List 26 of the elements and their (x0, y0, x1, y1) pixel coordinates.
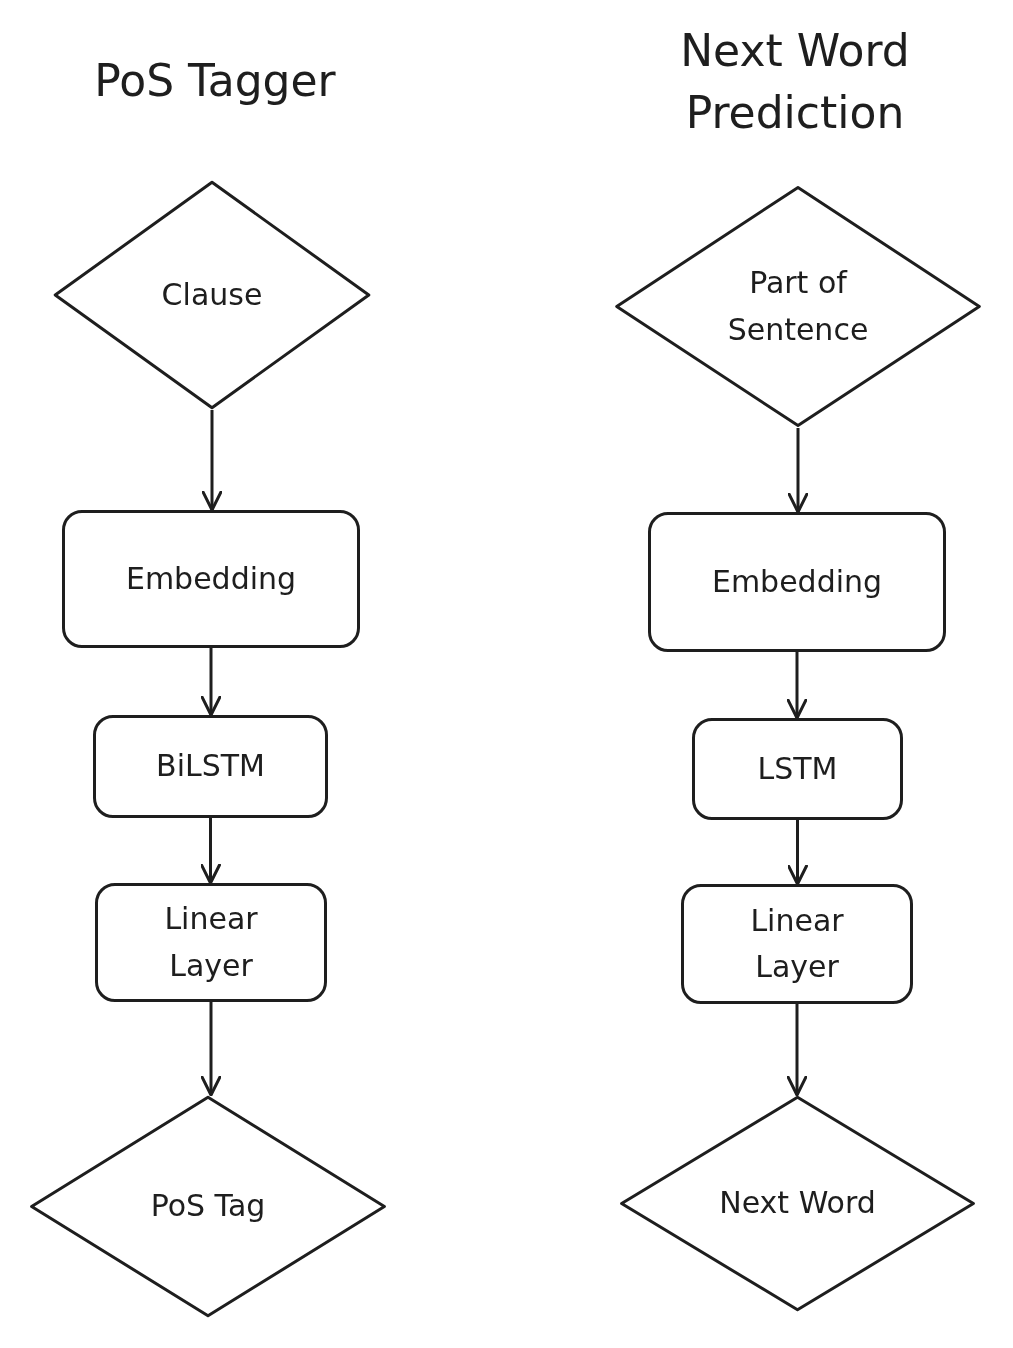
node-label: PoS Tag (149, 1187, 267, 1226)
node-label: LSTM (756, 749, 839, 788)
arrow (201, 410, 223, 512)
arrow (786, 652, 808, 720)
arrow (200, 648, 222, 717)
process-box (95, 883, 327, 1002)
node-label: Embedding (710, 562, 884, 601)
node-label: Linear Layer (749, 901, 845, 986)
process-box (681, 884, 913, 1004)
node-label: BiLSTM (155, 747, 266, 786)
process-box (692, 718, 903, 820)
arrow (200, 818, 221, 885)
process-box (93, 715, 328, 818)
node-label: Part of Sentence (726, 264, 870, 349)
arrow (200, 1002, 222, 1097)
arrow (787, 428, 809, 514)
column-heading: PoS Tagger (93, 54, 337, 108)
process-box (648, 512, 946, 652)
process-box (62, 510, 360, 648)
node-label: Linear Layer (163, 900, 259, 985)
node-label: Clause (160, 275, 264, 314)
column-heading: Next Word Prediction (679, 24, 911, 140)
node-label: Embedding (124, 559, 298, 598)
arrow (787, 820, 808, 886)
node-label: Next Word (718, 1184, 877, 1223)
arrow (786, 1004, 808, 1097)
